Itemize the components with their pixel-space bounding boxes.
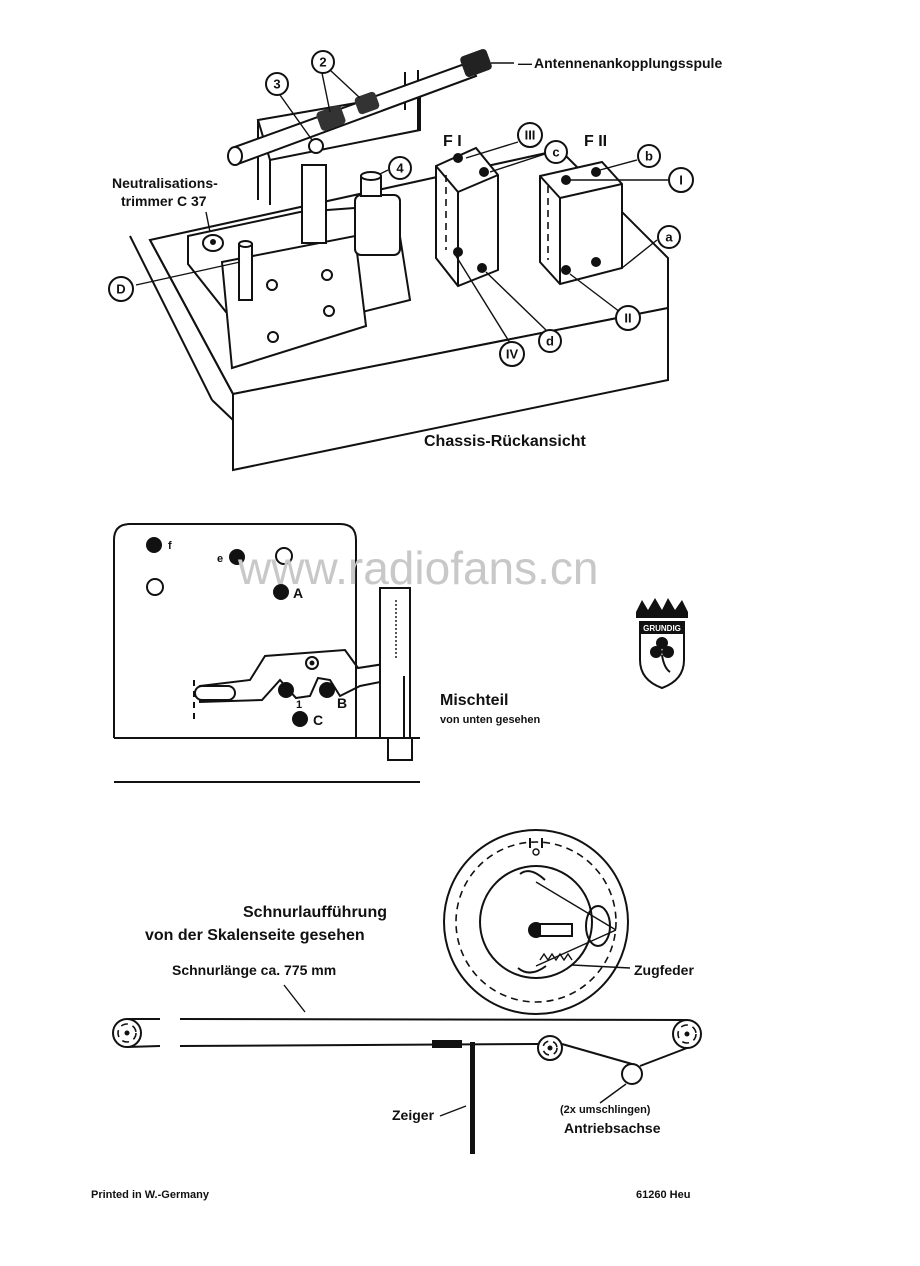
chassis-caption: Chassis-Rückansicht: [424, 433, 587, 450]
svg-text:2: 2: [319, 55, 326, 70]
svg-text:b: b: [645, 149, 653, 164]
watermark: www.radiofans.cn: [237, 542, 599, 594]
cord-length-label: Schnurlänge ca. 775 mm: [172, 962, 336, 978]
mixer-point-1: 1: [296, 699, 302, 711]
svg-text:4: 4: [396, 161, 404, 176]
svg-text:IV: IV: [506, 347, 519, 362]
mixer-point-e: e: [217, 553, 223, 565]
svg-text:D: D: [116, 282, 125, 297]
marker-D: D: [108, 276, 134, 302]
marker-a: a: [657, 225, 681, 249]
trimmer-label-line2: trimmer C 37: [121, 193, 207, 209]
chassis-drawing: [129, 49, 669, 472]
marker-2: 2: [311, 50, 335, 74]
coil-label: Antennenankopplungsspule: [534, 55, 722, 71]
mixer-drawing: [113, 523, 420, 783]
mixer-subtitle: von unten gesehen: [440, 714, 541, 726]
point-A-screw: [273, 584, 289, 600]
coil-front-plate: [220, 234, 368, 370]
trimmer-label-line1: Neutralisations-: [112, 175, 218, 191]
svg-text:a: a: [665, 230, 673, 245]
marker-II: II: [615, 305, 641, 331]
mixer-point-f: f: [168, 540, 172, 552]
mixer-point-B: B: [337, 695, 347, 711]
svg-text:I: I: [679, 173, 683, 188]
left-pulley: [112, 1018, 142, 1048]
grundig-logo-text: GRUNDIG: [643, 624, 681, 633]
cord-drawing: [112, 829, 702, 1154]
coil-label-dash: —: [518, 55, 532, 71]
drive-shaft: [621, 1063, 643, 1085]
wrap-label: (2x umschlingen): [560, 1104, 651, 1116]
drive-label: Antriebsachse: [564, 1120, 661, 1136]
svg-text:d: d: [546, 334, 554, 349]
svg-text:3: 3: [273, 77, 280, 92]
filter-1-label: F I: [443, 133, 462, 150]
marker-3: 3: [265, 72, 289, 96]
marker-b: b: [637, 144, 661, 168]
point-f-screw: [146, 537, 162, 553]
marker-c: c: [544, 140, 568, 164]
svg-text:III: III: [525, 128, 536, 143]
marker-d: d: [538, 329, 562, 353]
marker-III: III: [517, 122, 543, 148]
right-pulley: [672, 1019, 702, 1049]
marker-4: 4: [388, 156, 412, 180]
grundig-logo: GRUNDIG: [636, 598, 688, 690]
footer-printed: Printed in W.-Germany: [91, 1189, 210, 1201]
pointer-needle: [470, 1042, 475, 1154]
footer-code: 61260 Heu: [636, 1189, 690, 1201]
cord-title-line1: Schnurlaufführung: [243, 904, 387, 921]
filter-2-label: F II: [584, 133, 607, 150]
svg-text:c: c: [552, 145, 559, 160]
spring-label: Zugfeder: [634, 962, 694, 978]
svg-text:II: II: [624, 311, 631, 326]
mixer-point-A: A: [293, 585, 303, 601]
dial-drum: [443, 829, 629, 1015]
point-e-screw: [229, 549, 245, 565]
marker-I: I: [668, 167, 694, 193]
mixer-title: Mischteil: [440, 692, 508, 709]
chassis-markers: 2 3 4 D III c b I a II d IV: [108, 50, 694, 367]
cord-title-line2: von der Skalenseite gesehen: [145, 927, 365, 944]
middle-pulley: [537, 1035, 563, 1061]
pointer-label: Zeiger: [392, 1107, 435, 1123]
mixer-point-C: C: [313, 712, 323, 728]
marker-IV: IV: [499, 341, 525, 367]
